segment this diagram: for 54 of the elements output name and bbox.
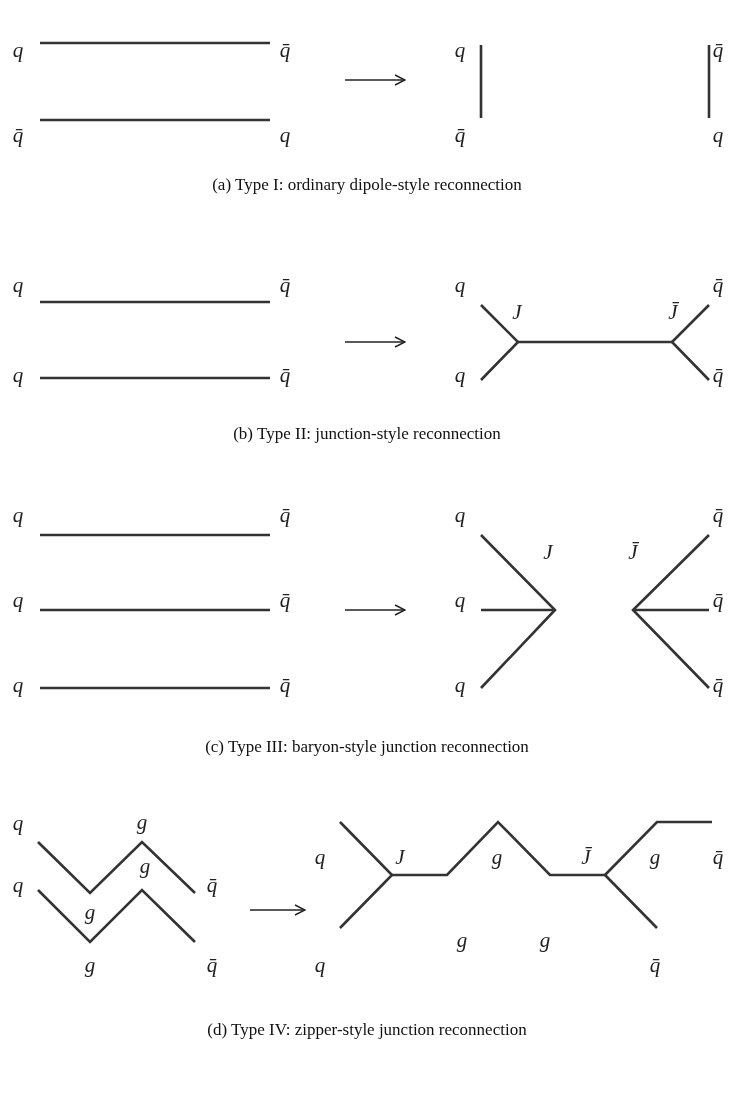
parton-label: q̄ [206,874,218,896]
parton-label: q̄ [712,274,724,296]
parton-label: q̄ [454,124,466,146]
junction-label: J [395,846,405,868]
parton-label: q̄ [279,274,291,296]
parton-label: g [84,901,96,923]
junction-label: J [543,541,553,563]
junction-label: J̄ [628,541,638,563]
parton-label: q [454,39,466,61]
parton-label: q̄ [649,954,661,976]
parton-label: g [139,855,151,877]
parton-label: q [314,846,326,868]
parton-label: q [12,589,24,611]
figure-caption: (a) Type I: ordinary dipole-style reconnection [212,175,522,195]
parton-label: q̄ [712,364,724,386]
figure-caption: (d) Type IV: zipper-style junction reconnection [207,1020,527,1040]
parton-label: g [649,846,661,868]
parton-label: q̄ [712,504,724,526]
junction-label: J̄ [668,301,678,323]
parton-label: q̄ [279,39,291,61]
junction-label: J [512,301,522,323]
parton-label: q̄ [279,589,291,611]
figure-caption: (c) Type III: baryon-style junction reconnection [205,737,529,757]
parton-label: q [279,124,291,146]
figure-caption: (b) Type II: junction-style reconnection [233,424,501,444]
parton-label: q [12,874,24,896]
parton-label: q̄ [712,39,724,61]
parton-label: g [84,954,96,976]
junction-label: J̄ [581,846,591,868]
parton-label: q [12,274,24,296]
parton-label: q̄ [712,589,724,611]
parton-label: q̄ [279,674,291,696]
parton-label: q̄ [279,504,291,526]
parton-label: g [456,929,468,951]
parton-label: q [12,504,24,526]
parton-label: q [454,274,466,296]
parton-label: q [454,589,466,611]
parton-label: g [136,811,148,833]
parton-label: g [539,929,551,951]
parton-label: q [314,954,326,976]
parton-label: q [454,674,466,696]
parton-label: q [712,124,724,146]
parton-label: q [454,504,466,526]
parton-label: q [12,364,24,386]
parton-label: q [12,812,24,834]
parton-label: q̄ [712,846,724,868]
parton-label: q̄ [712,674,724,696]
parton-label: q [12,39,24,61]
parton-label: q̄ [206,954,218,976]
parton-label: q̄ [279,364,291,386]
parton-label: q [454,364,466,386]
parton-label: q [12,674,24,696]
parton-label: q̄ [12,124,24,146]
parton-label: g [491,846,503,868]
